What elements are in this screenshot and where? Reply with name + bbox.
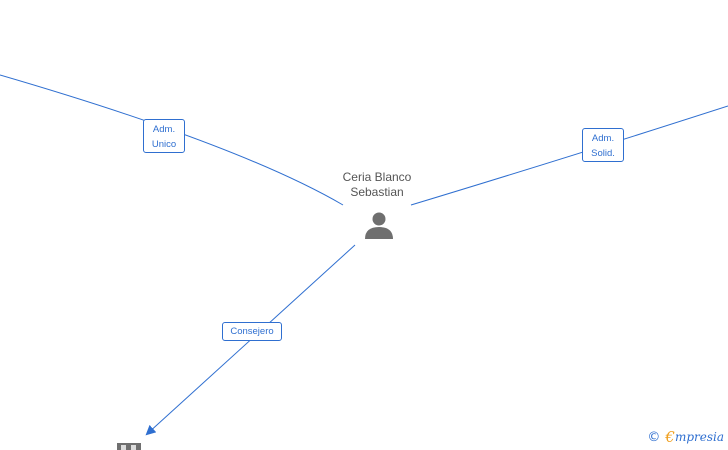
person-name[interactable]: Ceria Blanco Sebastian <box>327 170 427 200</box>
edge-label-consejero[interactable]: Consejero <box>222 322 282 341</box>
brand-initial: € <box>665 428 675 446</box>
copyright-symbol: © <box>647 429 661 445</box>
edge-label-line1: Adm. <box>591 133 615 144</box>
person-icon[interactable] <box>364 210 394 240</box>
brand-name: mpresia <box>674 430 724 444</box>
edge-label-line1: Consejero <box>230 326 274 337</box>
edge-label-line2: Solid. <box>591 148 615 159</box>
person-name-line1: Ceria Blanco <box>342 170 412 184</box>
person-name-line2: Sebastian <box>350 185 404 199</box>
edge-label-line2: Unico <box>151 139 177 150</box>
edge-line-adm-unico <box>0 74 344 206</box>
edge-label-adm-solid[interactable]: Adm. Solid. <box>582 128 624 162</box>
building-icon[interactable] <box>117 443 141 450</box>
footer-brand: © € mpresia <box>647 428 724 446</box>
edge-label-line1: Adm. <box>152 124 176 135</box>
edge-line-adm-solid <box>410 105 728 206</box>
edge-label-adm-unico[interactable]: Adm. Unico <box>143 119 185 153</box>
